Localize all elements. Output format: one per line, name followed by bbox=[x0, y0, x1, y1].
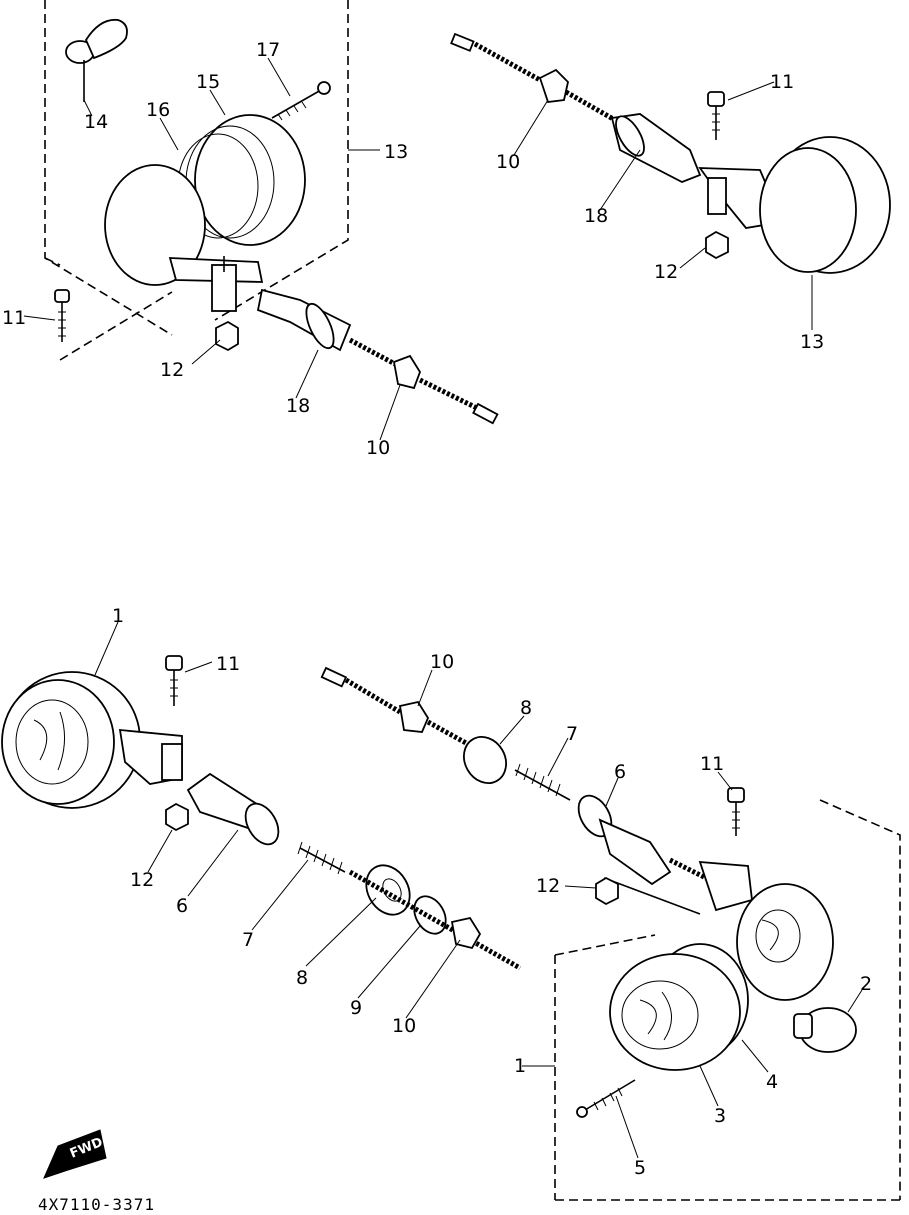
lens-3-and-ring-4 bbox=[609, 943, 749, 1071]
callout-8-bottom-right: 8 bbox=[520, 697, 532, 719]
bracket-bottom-right bbox=[603, 860, 753, 915]
screw-17-icon bbox=[271, 81, 331, 121]
callout-18-top-right: 18 bbox=[584, 205, 608, 227]
callout-1-bottom-right: 1 bbox=[514, 1055, 526, 1077]
callout-4: 4 bbox=[766, 1071, 778, 1093]
fwd-arrow-icon: FWD bbox=[43, 1129, 107, 1179]
flasher-lens-housing bbox=[104, 114, 306, 286]
nut-12-bottom-right-icon bbox=[595, 876, 619, 906]
callout-3: 3 bbox=[714, 1105, 726, 1127]
callout-8-bottom-left: 8 bbox=[296, 967, 308, 989]
callout-17: 17 bbox=[256, 39, 280, 61]
dashed-leader bbox=[59, 291, 173, 361]
callout-6-bottom-right: 6 bbox=[614, 761, 626, 783]
spring-7-bottom-left bbox=[297, 841, 346, 875]
callout-15: 15 bbox=[196, 71, 220, 93]
callout-13-top-left: 13 bbox=[384, 141, 408, 163]
nut-12-bottom-left-icon bbox=[165, 802, 189, 832]
callout-leaders bbox=[23, 57, 863, 1159]
nut-12-icon bbox=[215, 320, 239, 352]
wire-bottom-right bbox=[320, 666, 507, 784]
bolt-11-icon bbox=[54, 289, 70, 342]
callout-10-bottom-left: 10 bbox=[392, 1015, 416, 1037]
bolt-11-bottom-left-icon bbox=[165, 655, 183, 706]
callout-12-top-right: 12 bbox=[654, 261, 678, 283]
callout-11-top-left: 11 bbox=[2, 307, 26, 329]
stem-6-bottom-left bbox=[186, 772, 280, 846]
assembly-top-left bbox=[44, 0, 499, 425]
lamp-1-bottom-left bbox=[1, 671, 141, 809]
callout-10-bottom-right: 10 bbox=[430, 651, 454, 673]
dashed-group-outline bbox=[44, 0, 349, 336]
callout-18-top-left: 18 bbox=[286, 395, 310, 417]
bulb-2-icon bbox=[793, 1007, 857, 1053]
callout-10-top-left: 10 bbox=[366, 437, 390, 459]
bolt-11-top-right-icon bbox=[707, 91, 725, 140]
callout-11-bottom-right: 11 bbox=[700, 753, 724, 775]
callout-7-bottom-right: 7 bbox=[566, 723, 578, 745]
callout-13-top-right: 13 bbox=[800, 331, 824, 353]
wire-top-right bbox=[450, 32, 617, 123]
bracket-bottom-left bbox=[118, 728, 183, 785]
callout-1-bottom-left: 1 bbox=[112, 605, 124, 627]
stem-and-wire bbox=[256, 288, 499, 425]
callout-2: 2 bbox=[860, 973, 872, 995]
stem-6-bottom-right bbox=[577, 794, 712, 886]
callout-labels: 14 16 15 17 13 11 12 18 10 10 18 11 12 1… bbox=[2, 39, 872, 1179]
spring-7-bottom-right bbox=[514, 763, 571, 801]
callout-7-bottom-left: 7 bbox=[242, 929, 254, 951]
part-code: 4X7110-3371 bbox=[38, 1195, 155, 1214]
callout-10-top-right: 10 bbox=[496, 151, 520, 173]
wire-bottom-left bbox=[348, 869, 522, 971]
stem-18-top-right bbox=[610, 113, 702, 183]
callout-14: 14 bbox=[84, 111, 108, 133]
callout-9: 9 bbox=[350, 997, 362, 1019]
callout-5: 5 bbox=[634, 1157, 646, 1179]
bulb-14-icon bbox=[65, 18, 128, 102]
lamp-13-top-right bbox=[759, 136, 891, 274]
mount-bracket bbox=[168, 256, 264, 312]
assembly-top-right bbox=[450, 32, 891, 274]
assembly-bottom-right bbox=[320, 666, 901, 1201]
callout-12-bottom-right: 12 bbox=[536, 875, 560, 897]
callout-11-bottom-left: 11 bbox=[216, 653, 240, 675]
screw-5-icon bbox=[576, 1079, 636, 1118]
callout-12-top-left: 12 bbox=[160, 359, 184, 381]
nut-12-top-right-icon bbox=[705, 230, 729, 260]
housing-bottom-right bbox=[736, 883, 834, 1001]
assembly-bottom-left bbox=[1, 655, 522, 971]
callout-12-bottom-left: 12 bbox=[130, 869, 154, 891]
callout-6-bottom-left: 6 bbox=[176, 895, 188, 917]
grommet-8-bottom-left bbox=[365, 864, 411, 916]
dashed-group-outline-2 bbox=[554, 799, 901, 1201]
callout-16: 16 bbox=[146, 99, 170, 121]
bolt-11-bottom-right-icon bbox=[727, 787, 745, 836]
callout-11-top-right: 11 bbox=[770, 71, 794, 93]
